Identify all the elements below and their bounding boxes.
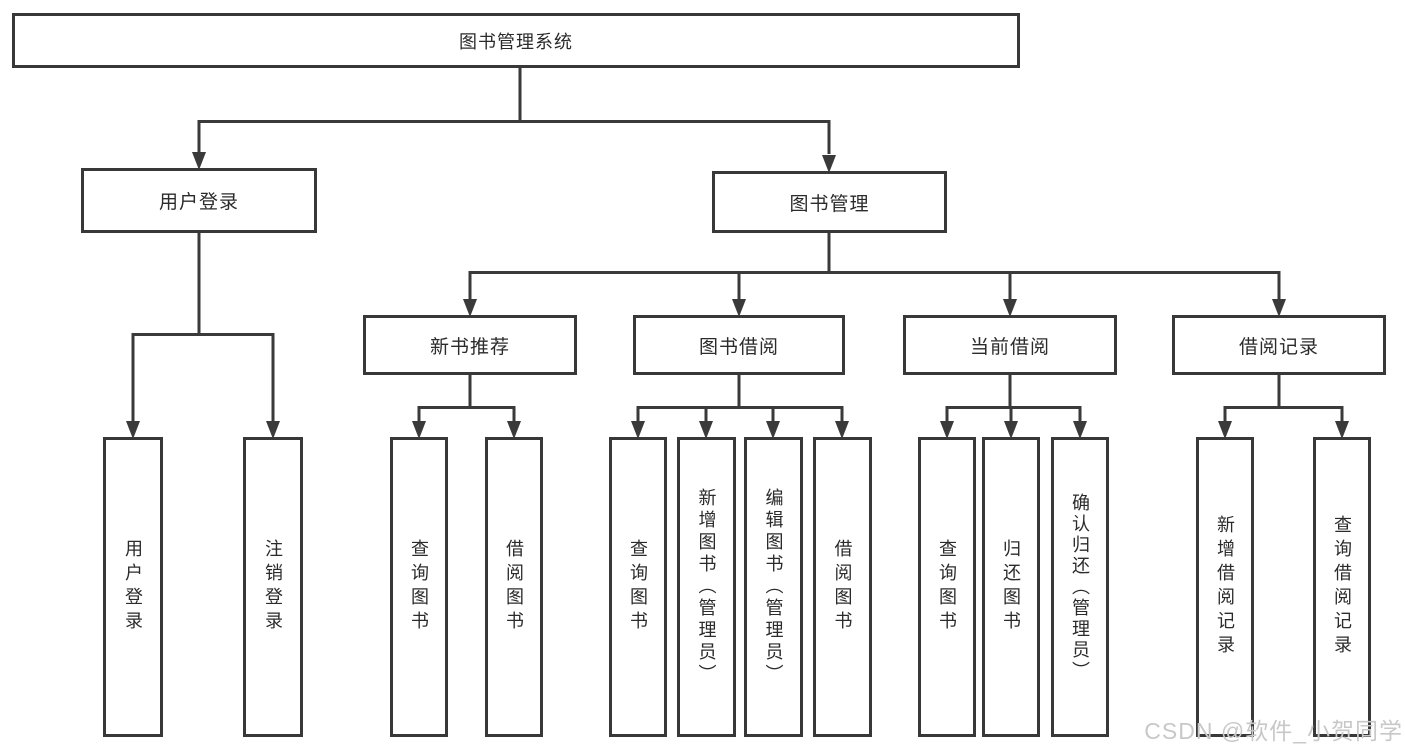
node-leaf-query-books-current: 查询图书 xyxy=(918,437,976,737)
node-book-management-branch: 图书管理 xyxy=(712,171,947,233)
node-leaf-edit-books-admin: 编辑图书（管理员） xyxy=(744,437,803,737)
node-leaf-logout: 注销登录 xyxy=(243,437,303,737)
node-leaf-add-borrow-record: 新增借阅记录 xyxy=(1196,437,1254,737)
node-leaf-query-borrow-record: 查询借阅记录 xyxy=(1313,437,1371,737)
node-leaf-query-books-recommend: 查询图书 xyxy=(390,437,448,737)
node-borrowing-records: 借阅记录 xyxy=(1172,315,1386,375)
node-book-borrowing: 图书借阅 xyxy=(633,315,845,375)
csdn-watermark: CSDN @软件_小贺同学 xyxy=(1144,718,1403,744)
node-leaf-confirm-return-admin: 确认归还（管理员） xyxy=(1051,437,1109,737)
node-library-management-system: 图书管理系统 xyxy=(12,13,1020,68)
node-leaf-query-books-borrow: 查询图书 xyxy=(609,437,667,737)
node-current-borrowing: 当前借阅 xyxy=(903,315,1117,375)
node-new-book-recommendation: 新书推荐 xyxy=(363,315,577,375)
node-leaf-borrow-books: 借阅图书 xyxy=(813,437,872,737)
node-leaf-borrow-books-recommend: 借阅图书 xyxy=(485,437,543,737)
node-leaf-return-books: 归还图书 xyxy=(982,437,1040,737)
node-leaf-user-login: 用户登录 xyxy=(103,437,163,737)
node-user-login-branch: 用户登录 xyxy=(81,168,317,233)
node-leaf-add-books-admin: 新增图书（管理员） xyxy=(677,437,736,737)
